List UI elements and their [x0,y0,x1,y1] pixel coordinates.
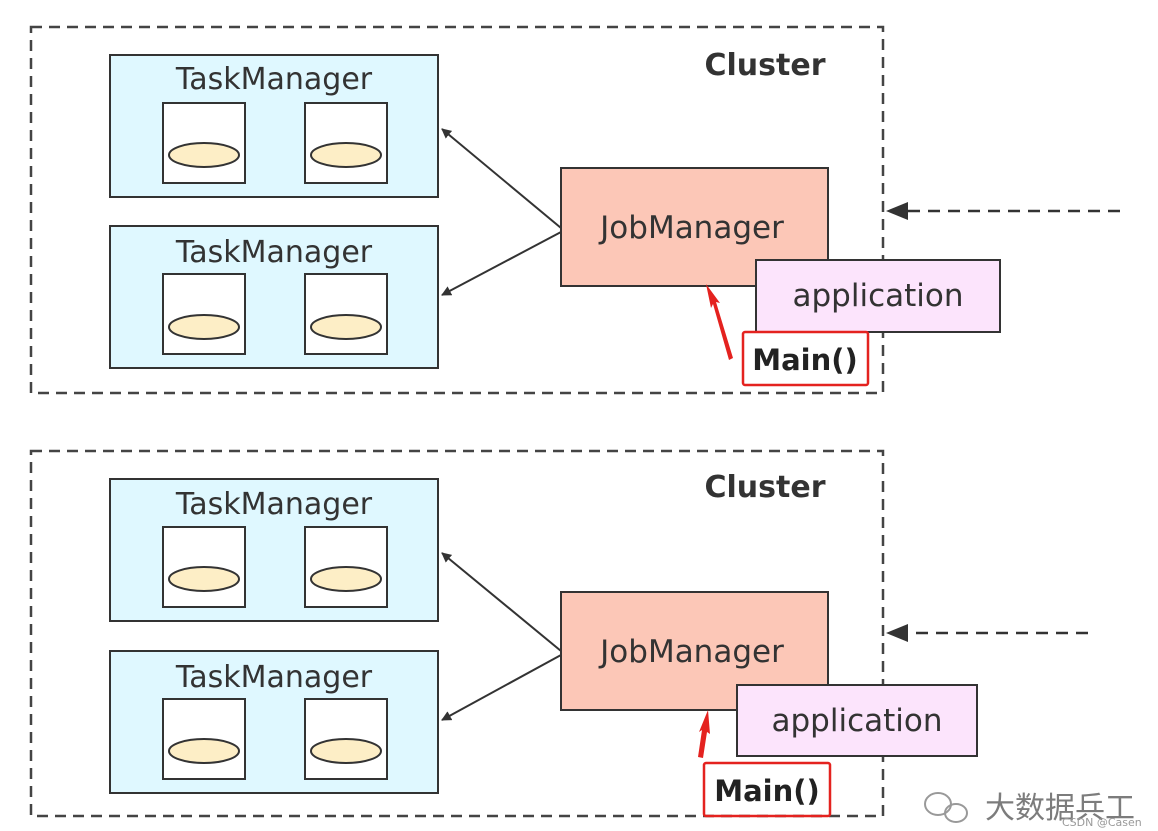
task-slot [304,698,388,780]
taskmanager-box: TaskManager [109,650,439,794]
taskmanager-label: TaskManager [175,660,373,695]
task-slot [304,526,388,608]
main-label: Main() [714,774,820,808]
task-slot [162,526,246,608]
wechat-icon [924,792,968,823]
application-box: application [755,259,1001,333]
cluster-label: Cluster [705,470,826,505]
application-box: application [736,684,978,757]
watermark-small-text: CSDN @Casen [1062,816,1142,829]
main-method-highlight: Main() [741,330,870,387]
cluster-boundary [29,25,885,395]
watermark: 大数据兵工 CSDN @Casen [924,791,1142,829]
red-arrow [698,710,710,758]
taskmanager-label: TaskManager [175,487,373,522]
application-label: application [772,703,943,739]
watermark-text: 大数据兵工 [985,791,1135,826]
taskmanager-box: TaskManager [109,54,439,198]
taskmanager-label: TaskManager [175,62,373,97]
main-method-highlight: Main() [702,761,832,818]
taskmanager-box: TaskManager [109,225,439,369]
diagram-bottom: Cluster TaskManager TaskManager [29,449,1088,818]
arrow-to-taskmanager [441,654,562,721]
jobmanager-box: JobManager [560,167,829,287]
arrow-to-taskmanager [441,552,562,652]
diagram-top: Cluster TaskManager TaskManager [29,25,1120,395]
task-slot [304,102,388,184]
task-slot [304,273,388,355]
cluster-boundary [29,449,885,818]
jobmanager-label: JobManager [598,210,784,246]
arrow-to-taskmanager [441,128,562,229]
submit-arrow [886,202,1120,220]
main-label: Main() [752,343,858,377]
submit-arrow [886,624,1088,642]
arrow-to-taskmanager [441,231,562,296]
cluster-label: Cluster [705,48,826,83]
task-slot [162,698,246,780]
application-label: application [793,278,964,314]
red-arrow [706,284,733,360]
jobmanager-label: JobManager [598,634,784,670]
taskmanager-label: TaskManager [175,235,373,270]
task-slot [162,102,246,184]
task-slot [162,273,246,355]
taskmanager-box: TaskManager [109,478,439,622]
